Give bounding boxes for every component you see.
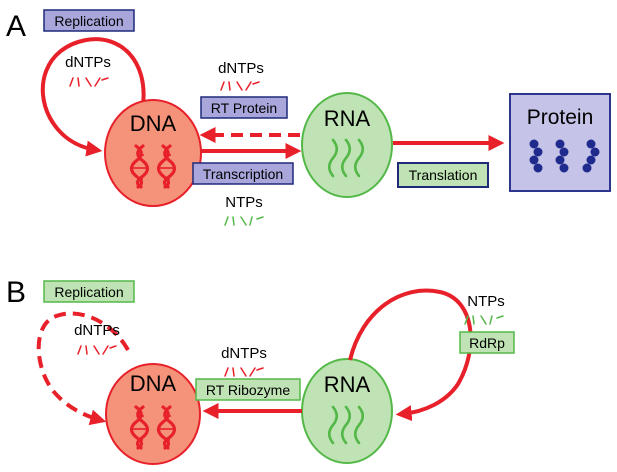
dntps-squiggles-mid <box>220 81 260 91</box>
dntps-label-mid-b: dNTPs <box>221 345 267 362</box>
rt-ribozyme-label: RT Ribozyme <box>206 382 291 398</box>
rt-ribozyme-label-box <box>195 378 301 401</box>
translation-label-box <box>397 162 489 188</box>
replication-label-b: Replication <box>54 284 123 300</box>
replication-label: Replication <box>54 13 123 29</box>
rt-protein-label-box <box>200 96 288 119</box>
translation-label: Translation <box>409 167 478 183</box>
rna-label-b: RNA <box>324 372 371 397</box>
rdrp-label-box <box>459 331 515 354</box>
dna-node-b <box>105 363 201 465</box>
panel-a-label: A <box>6 10 26 43</box>
protein-chain-icons <box>529 139 600 173</box>
dna-label-b: DNA <box>130 371 177 396</box>
rdrp-loop-arrow <box>348 288 473 422</box>
panel-b-label: B <box>6 276 26 309</box>
dntps-squiggles-top <box>69 77 109 87</box>
rna-label-a: RNA <box>324 106 371 131</box>
rt-protein-label: RT Protein <box>211 100 277 116</box>
ntps-label-b: NTPs <box>467 293 505 310</box>
ntps-squiggles-b <box>464 315 504 325</box>
transcription-label-box <box>192 162 294 185</box>
replication-label-box-b <box>43 280 135 303</box>
replication-label-box <box>43 9 135 32</box>
ntps-label-a: NTPs <box>225 194 263 211</box>
ntps-squiggles-a <box>224 216 264 226</box>
replication-loop-arrow-dashed <box>36 311 130 426</box>
dntps-squiggles-left-b <box>77 345 117 355</box>
transcription-label: Transcription <box>203 166 283 182</box>
dntps-label-top: dNTPs <box>65 54 111 71</box>
dntps-squiggles-mid-b <box>224 367 264 377</box>
protein-label: Protein <box>527 106 594 129</box>
dna-label-a: DNA <box>130 111 177 136</box>
panel-a: A Replication dNTPs DNA RNA Protein <box>6 9 611 226</box>
dntps-label-mid: dNTPs <box>218 60 264 77</box>
panel-b: B Replication dNTPs DNA RNA dNTP <box>6 276 515 465</box>
rdrp-label: RdRp <box>469 335 505 351</box>
replication-loop-arrow <box>40 37 146 157</box>
rna-node-a <box>301 92 393 198</box>
dntps-label-left-b: dNTPs <box>74 322 120 339</box>
